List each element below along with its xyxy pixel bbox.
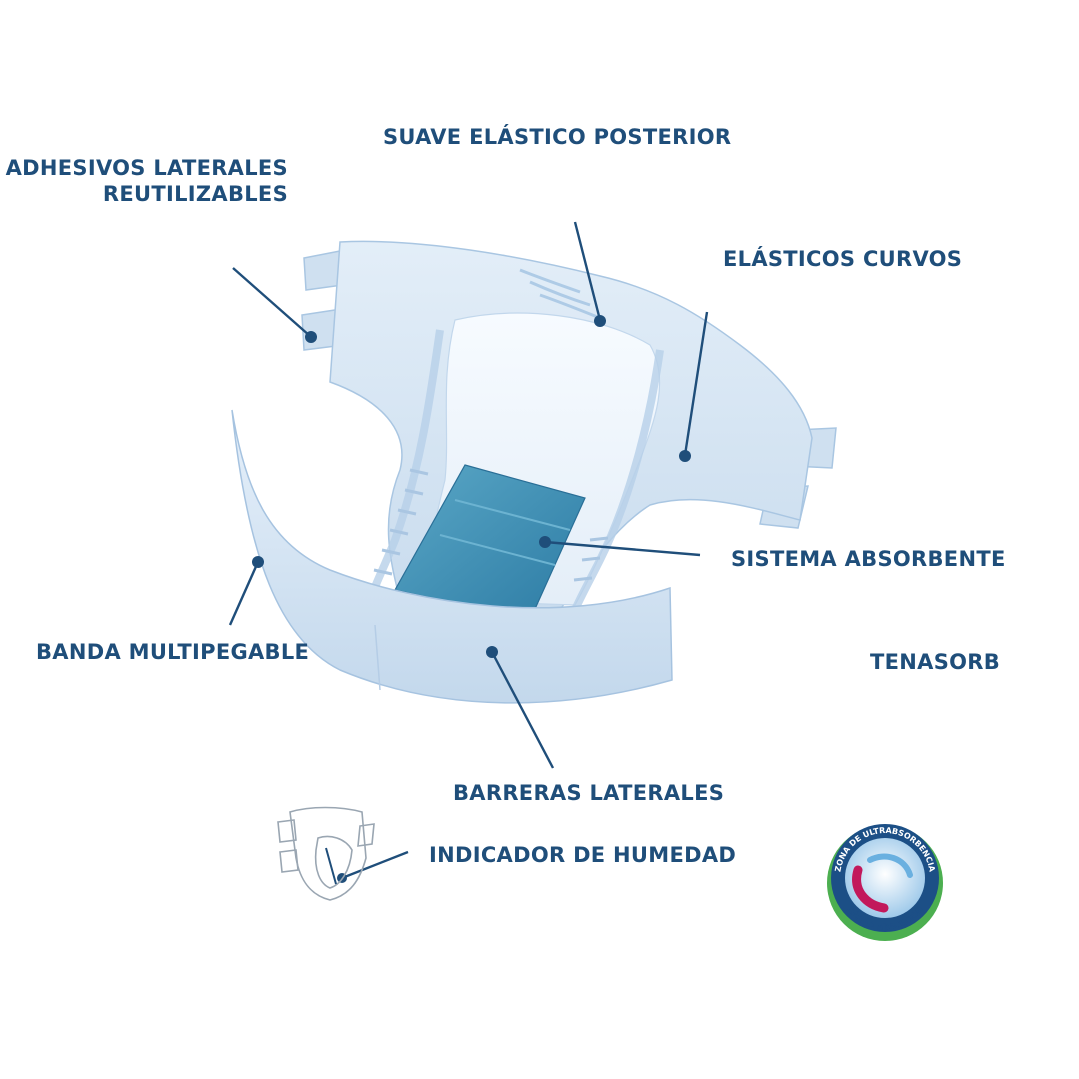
leg-elastic-ridges	[373, 468, 609, 582]
leader-banda-multipegable	[228, 561, 260, 626]
dot-adhesivos	[305, 331, 317, 343]
leader-elasticos-curvos	[683, 311, 709, 456]
dot-suave-elastico	[594, 315, 606, 327]
label-indicador-humedad: INDICADOR DE HUMEDAD	[429, 843, 737, 867]
leader-adhesivos	[232, 267, 311, 337]
label-adhesivos-line1: ADHESIVOS LATERALES	[5, 156, 288, 180]
label-sistema-absorbente: SISTEMA ABSORBENTE	[731, 547, 1006, 571]
leader-sistema-absorbente	[544, 540, 701, 557]
label-elasticos-curvos: ELÁSTICOS CURVOS	[723, 247, 963, 271]
label-barreras-laterales: BARRERAS LATERALES	[453, 781, 725, 805]
dot-banda-multipegable	[252, 556, 264, 568]
dot-sistema-absorbente	[539, 536, 551, 548]
absorbent-core-line-2	[439, 534, 556, 566]
ultra-absorbency-badge: ZONA DE ULTRABSORBENCIA RÁPIDA ABSORCIÓN	[827, 824, 943, 941]
label-banda-multipegable: BANDA MULTIPEGABLE	[36, 640, 310, 664]
dot-elasticos-curvos	[679, 450, 691, 462]
label-tenasorb: TENASORB	[870, 650, 1001, 674]
absorbent-core-line-1	[454, 499, 571, 531]
leader-lines	[228, 221, 709, 883]
leader-suave-elastico	[573, 221, 602, 321]
barrier-fold-right	[571, 349, 664, 612]
leader-barreras-laterales	[490, 651, 555, 769]
front-band	[231, 409, 673, 704]
label-suave-elastico: SUAVE ELÁSTICO POSTERIOR	[383, 125, 732, 149]
label-adhesivos-line2: REUTILIZABLES	[102, 182, 288, 206]
front-band-crease	[374, 624, 381, 691]
back-elastic-ridges	[519, 268, 601, 320]
wetness-indicator-sketch	[277, 806, 375, 901]
dot-barreras-laterales	[486, 646, 498, 658]
leader-indicador-humedad	[341, 850, 409, 880]
diaper-illustration	[231, 240, 837, 704]
